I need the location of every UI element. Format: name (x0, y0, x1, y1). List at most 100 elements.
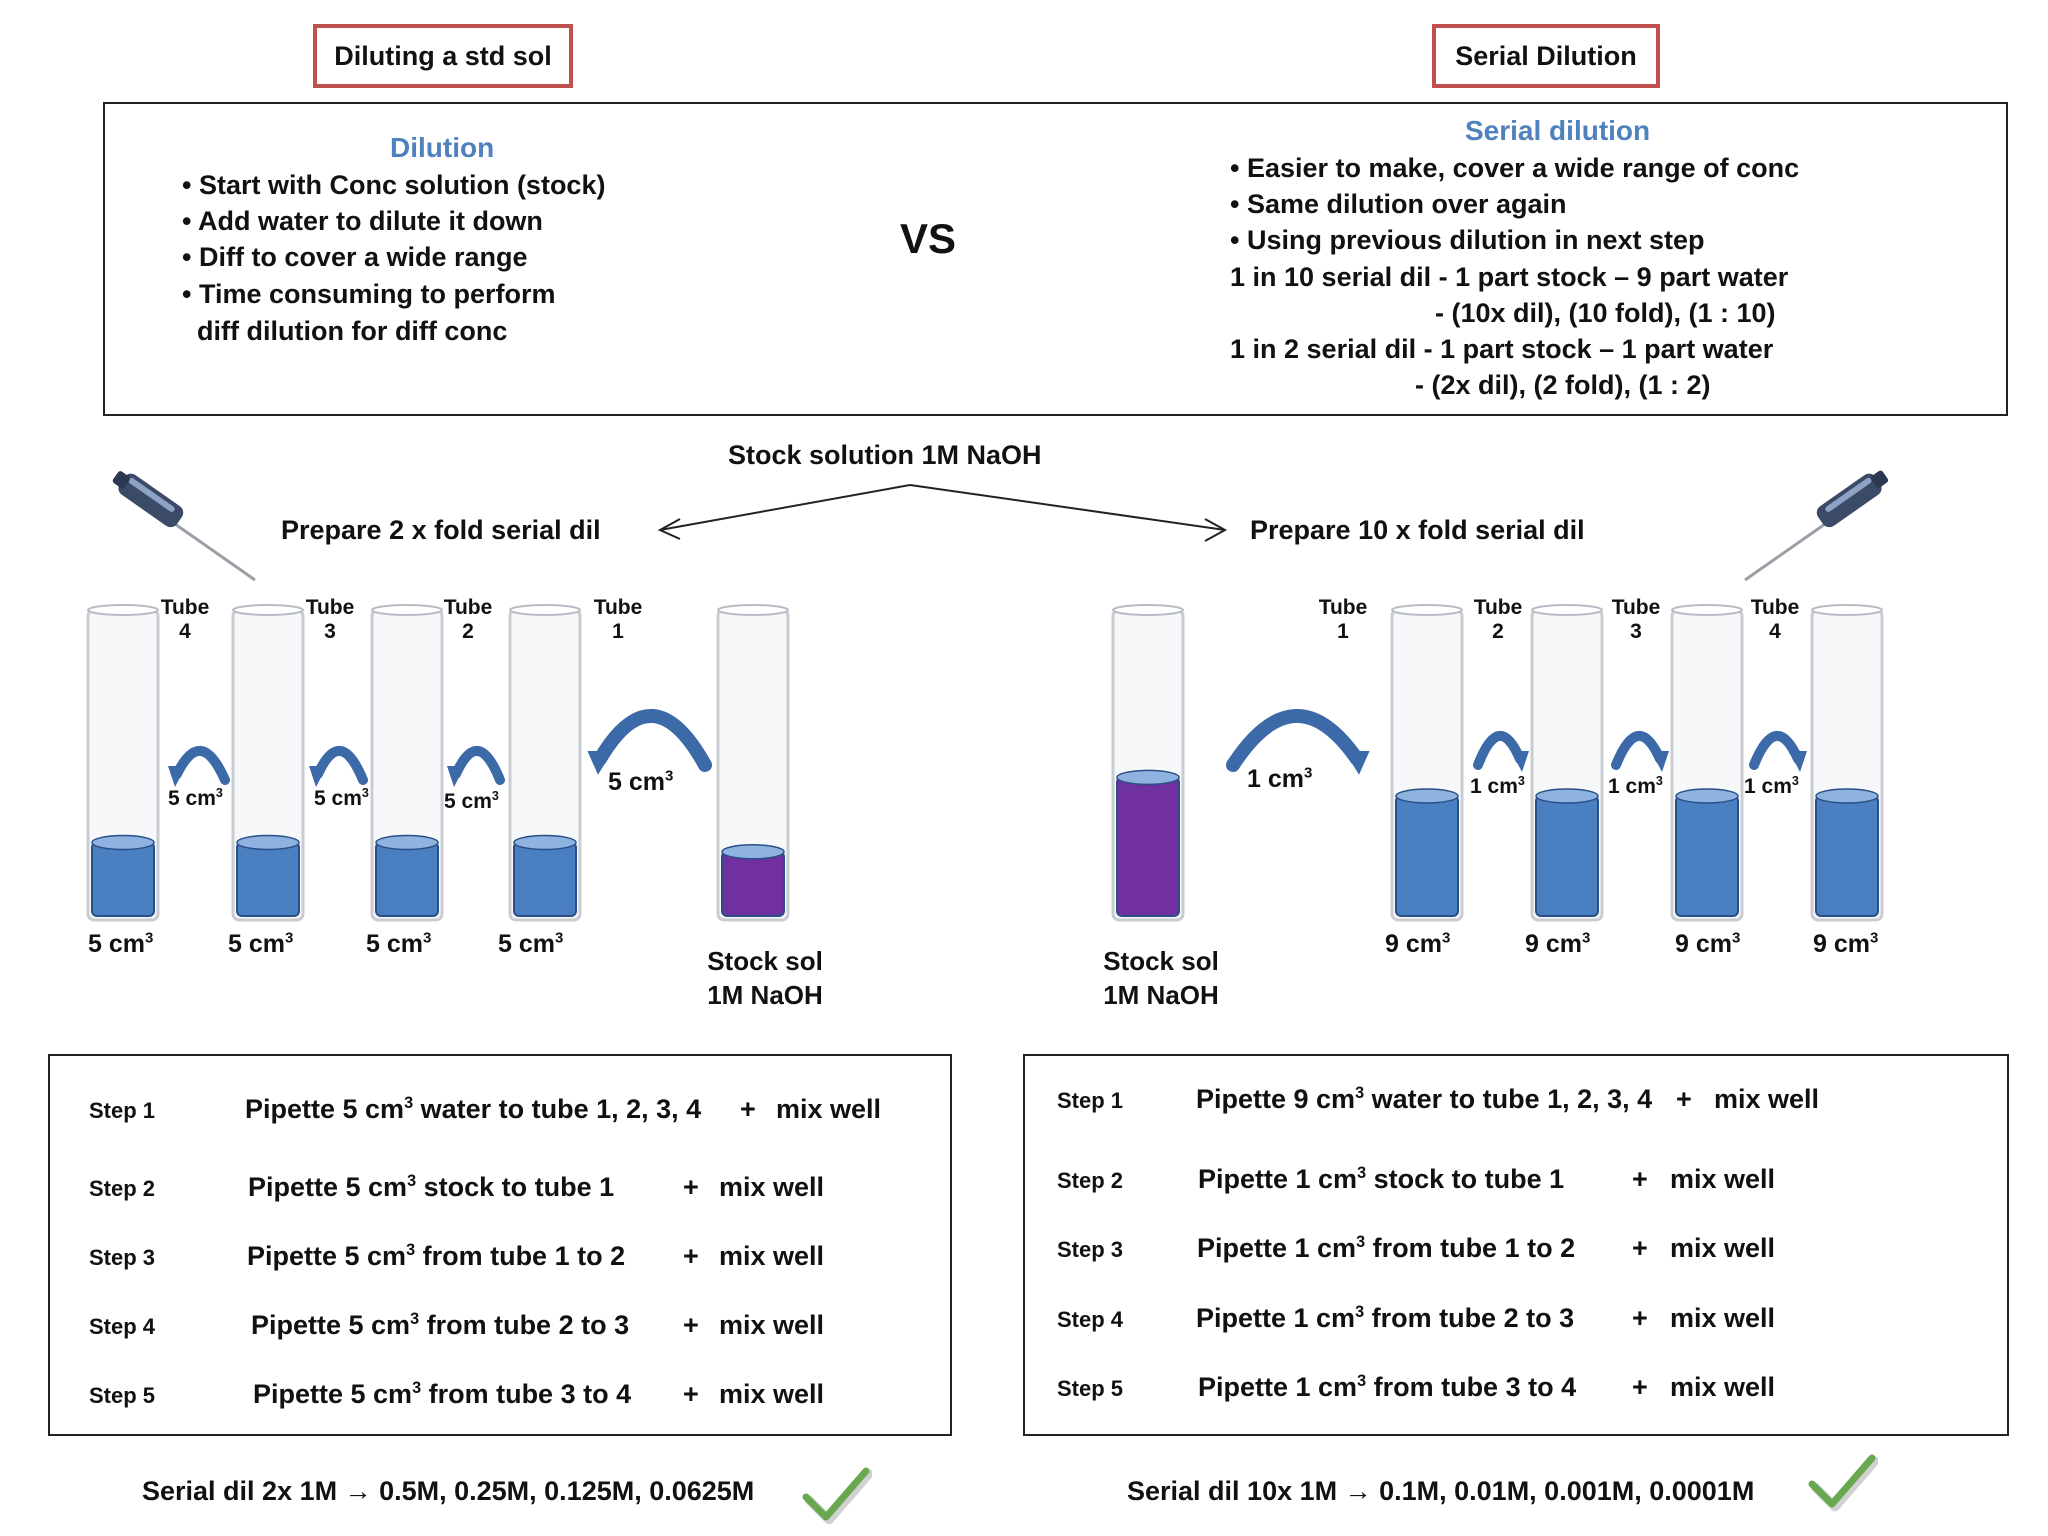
dilution-point: • Time consuming to perform (182, 279, 556, 309)
step-plus: + (740, 1094, 756, 1124)
serial-point: - (10x dil), (10 fold), (1 : 10) (1435, 298, 1776, 328)
tube-liquid (1535, 795, 1599, 917)
step-instruction: Pipette 5 cm3 water to tube 1, 2, 3, 4 (245, 1094, 702, 1124)
transfer-label: 5 cm3 (168, 786, 223, 810)
serial-point: • Easier to make, cover a wide range of … (1230, 153, 1800, 183)
step-plus: + (1632, 1233, 1648, 1263)
transfer-label: 1 cm3 (1247, 764, 1313, 793)
dilution-point: • Diff to cover a wide range (182, 242, 528, 272)
tube-volume: 5 cm3 (366, 929, 432, 958)
step-label: Step 3 (1057, 1237, 1124, 1262)
serial-point: • Same dilution over again (1230, 189, 1567, 219)
serial-point: 1 in 2 serial dil - 1 part stock – 1 par… (1230, 334, 1774, 364)
tube-volume: 9 cm3 (1675, 929, 1741, 958)
curved-arrow-icon (1749, 731, 1803, 770)
right-summary: Serial dil 10x 1M → 0.1M, 0.01M, 0.001M,… (1127, 1476, 1755, 1506)
step-instruction: Pipette 5 cm3 from tube 1 to 2 (247, 1241, 626, 1271)
curved-arrow-icon (593, 709, 712, 772)
step-instruction: Pipette 1 cm3 from tube 3 to 4 (1198, 1372, 1577, 1402)
step-plus: + (683, 1172, 699, 1202)
pipette-icon (112, 471, 256, 582)
step-plus: + (683, 1379, 699, 1409)
left-setup-title: Prepare 2 x fold serial dil (281, 515, 601, 545)
serial-point: • Using previous dilution in next step (1230, 225, 1705, 255)
pipette-icon (1744, 470, 1889, 582)
tube-diagram (86, 604, 1884, 922)
curved-arrow-icon (172, 746, 230, 785)
check-mark-icon (1808, 1454, 1878, 1512)
title-diluting-std-sol: Diluting a std sol (313, 24, 573, 88)
tube-volume: 5 cm3 (498, 929, 564, 958)
title-serial-dilution: Serial Dilution (1432, 24, 1660, 88)
step-instruction: Pipette 5 cm3 from tube 3 to 4 (253, 1379, 632, 1409)
step-plus: + (1676, 1084, 1692, 1114)
step-label: Step 1 (1057, 1088, 1124, 1113)
right-setup-title: Prepare 10 x fold serial dil (1250, 515, 1585, 545)
stock-solution-label: Stock solution 1M NaOH (728, 440, 1042, 470)
tube-liquid (1815, 795, 1879, 917)
dilution-heading: Dilution (390, 132, 495, 163)
step-label: Step 2 (1057, 1168, 1124, 1193)
tube-volume: 9 cm3 (1525, 929, 1591, 958)
vs-label: VS (900, 215, 957, 262)
step-label: Step 2 (89, 1176, 156, 1201)
branch-arrows (657, 484, 1228, 542)
curved-arrow-icon (1473, 731, 1525, 770)
dilution-point: • Add water to dilute it down (182, 206, 543, 236)
step-mix: mix well (1714, 1084, 1820, 1114)
tube-liquid (513, 841, 577, 917)
comparison-panel (103, 102, 2008, 416)
transfer-label: 5 cm3 (314, 786, 369, 810)
step-mix: mix well (776, 1094, 882, 1124)
tube-volume: 9 cm3 (1813, 929, 1879, 958)
curved-arrow-icon (313, 746, 368, 785)
step-plus: + (1632, 1303, 1648, 1333)
step-mix: mix well (719, 1310, 825, 1340)
step-label: Step 3 (89, 1245, 156, 1270)
step-instruction: Pipette 9 cm3 water to tube 1, 2, 3, 4 (1196, 1084, 1653, 1114)
step-plus: + (1632, 1372, 1648, 1402)
step-label: Step 5 (89, 1383, 156, 1408)
serial-point: - (2x dil), (2 fold), (1 : 2) (1415, 370, 1711, 400)
transfer-label: 5 cm3 (608, 767, 674, 796)
curved-arrow-icon (1226, 709, 1364, 772)
step-mix: mix well (719, 1241, 825, 1271)
step-label: Step 4 (89, 1314, 156, 1339)
tube-liquid (1675, 795, 1739, 917)
tube-volume: 9 cm3 (1385, 929, 1451, 958)
step-mix: mix well (719, 1172, 825, 1202)
tube-liquid (721, 850, 785, 917)
serial-dilution-heading: Serial dilution (1465, 115, 1651, 146)
curved-arrow-icon (1611, 731, 1665, 770)
step-mix: mix well (1670, 1233, 1776, 1263)
transfer-label: 1 cm3 (1608, 774, 1663, 798)
dilution-point: diff dilution for diff conc (197, 316, 508, 346)
step-instruction: Pipette 1 cm3 from tube 1 to 2 (1197, 1233, 1576, 1263)
step-mix: mix well (1670, 1303, 1776, 1333)
tube-volume: 5 cm3 (88, 929, 154, 958)
step-mix: mix well (1670, 1164, 1776, 1194)
right-steps-panel (1023, 1054, 2009, 1436)
tube-liquid (91, 841, 155, 917)
step-plus: + (1632, 1164, 1648, 1194)
transfer-label: 1 cm3 (1744, 774, 1799, 798)
step-mix: mix well (1670, 1372, 1776, 1402)
transfer-label: 1 cm3 (1470, 774, 1525, 798)
step-label: Step 1 (89, 1098, 156, 1123)
step-label: Step 4 (1057, 1307, 1124, 1332)
curved-arrow-icon (451, 746, 505, 785)
step-label: Step 5 (1057, 1376, 1124, 1401)
step-plus: + (683, 1241, 699, 1271)
tube-volume: 5 cm3 (228, 929, 294, 958)
tube-liquid (236, 841, 300, 917)
check-mark-icon (802, 1467, 872, 1525)
